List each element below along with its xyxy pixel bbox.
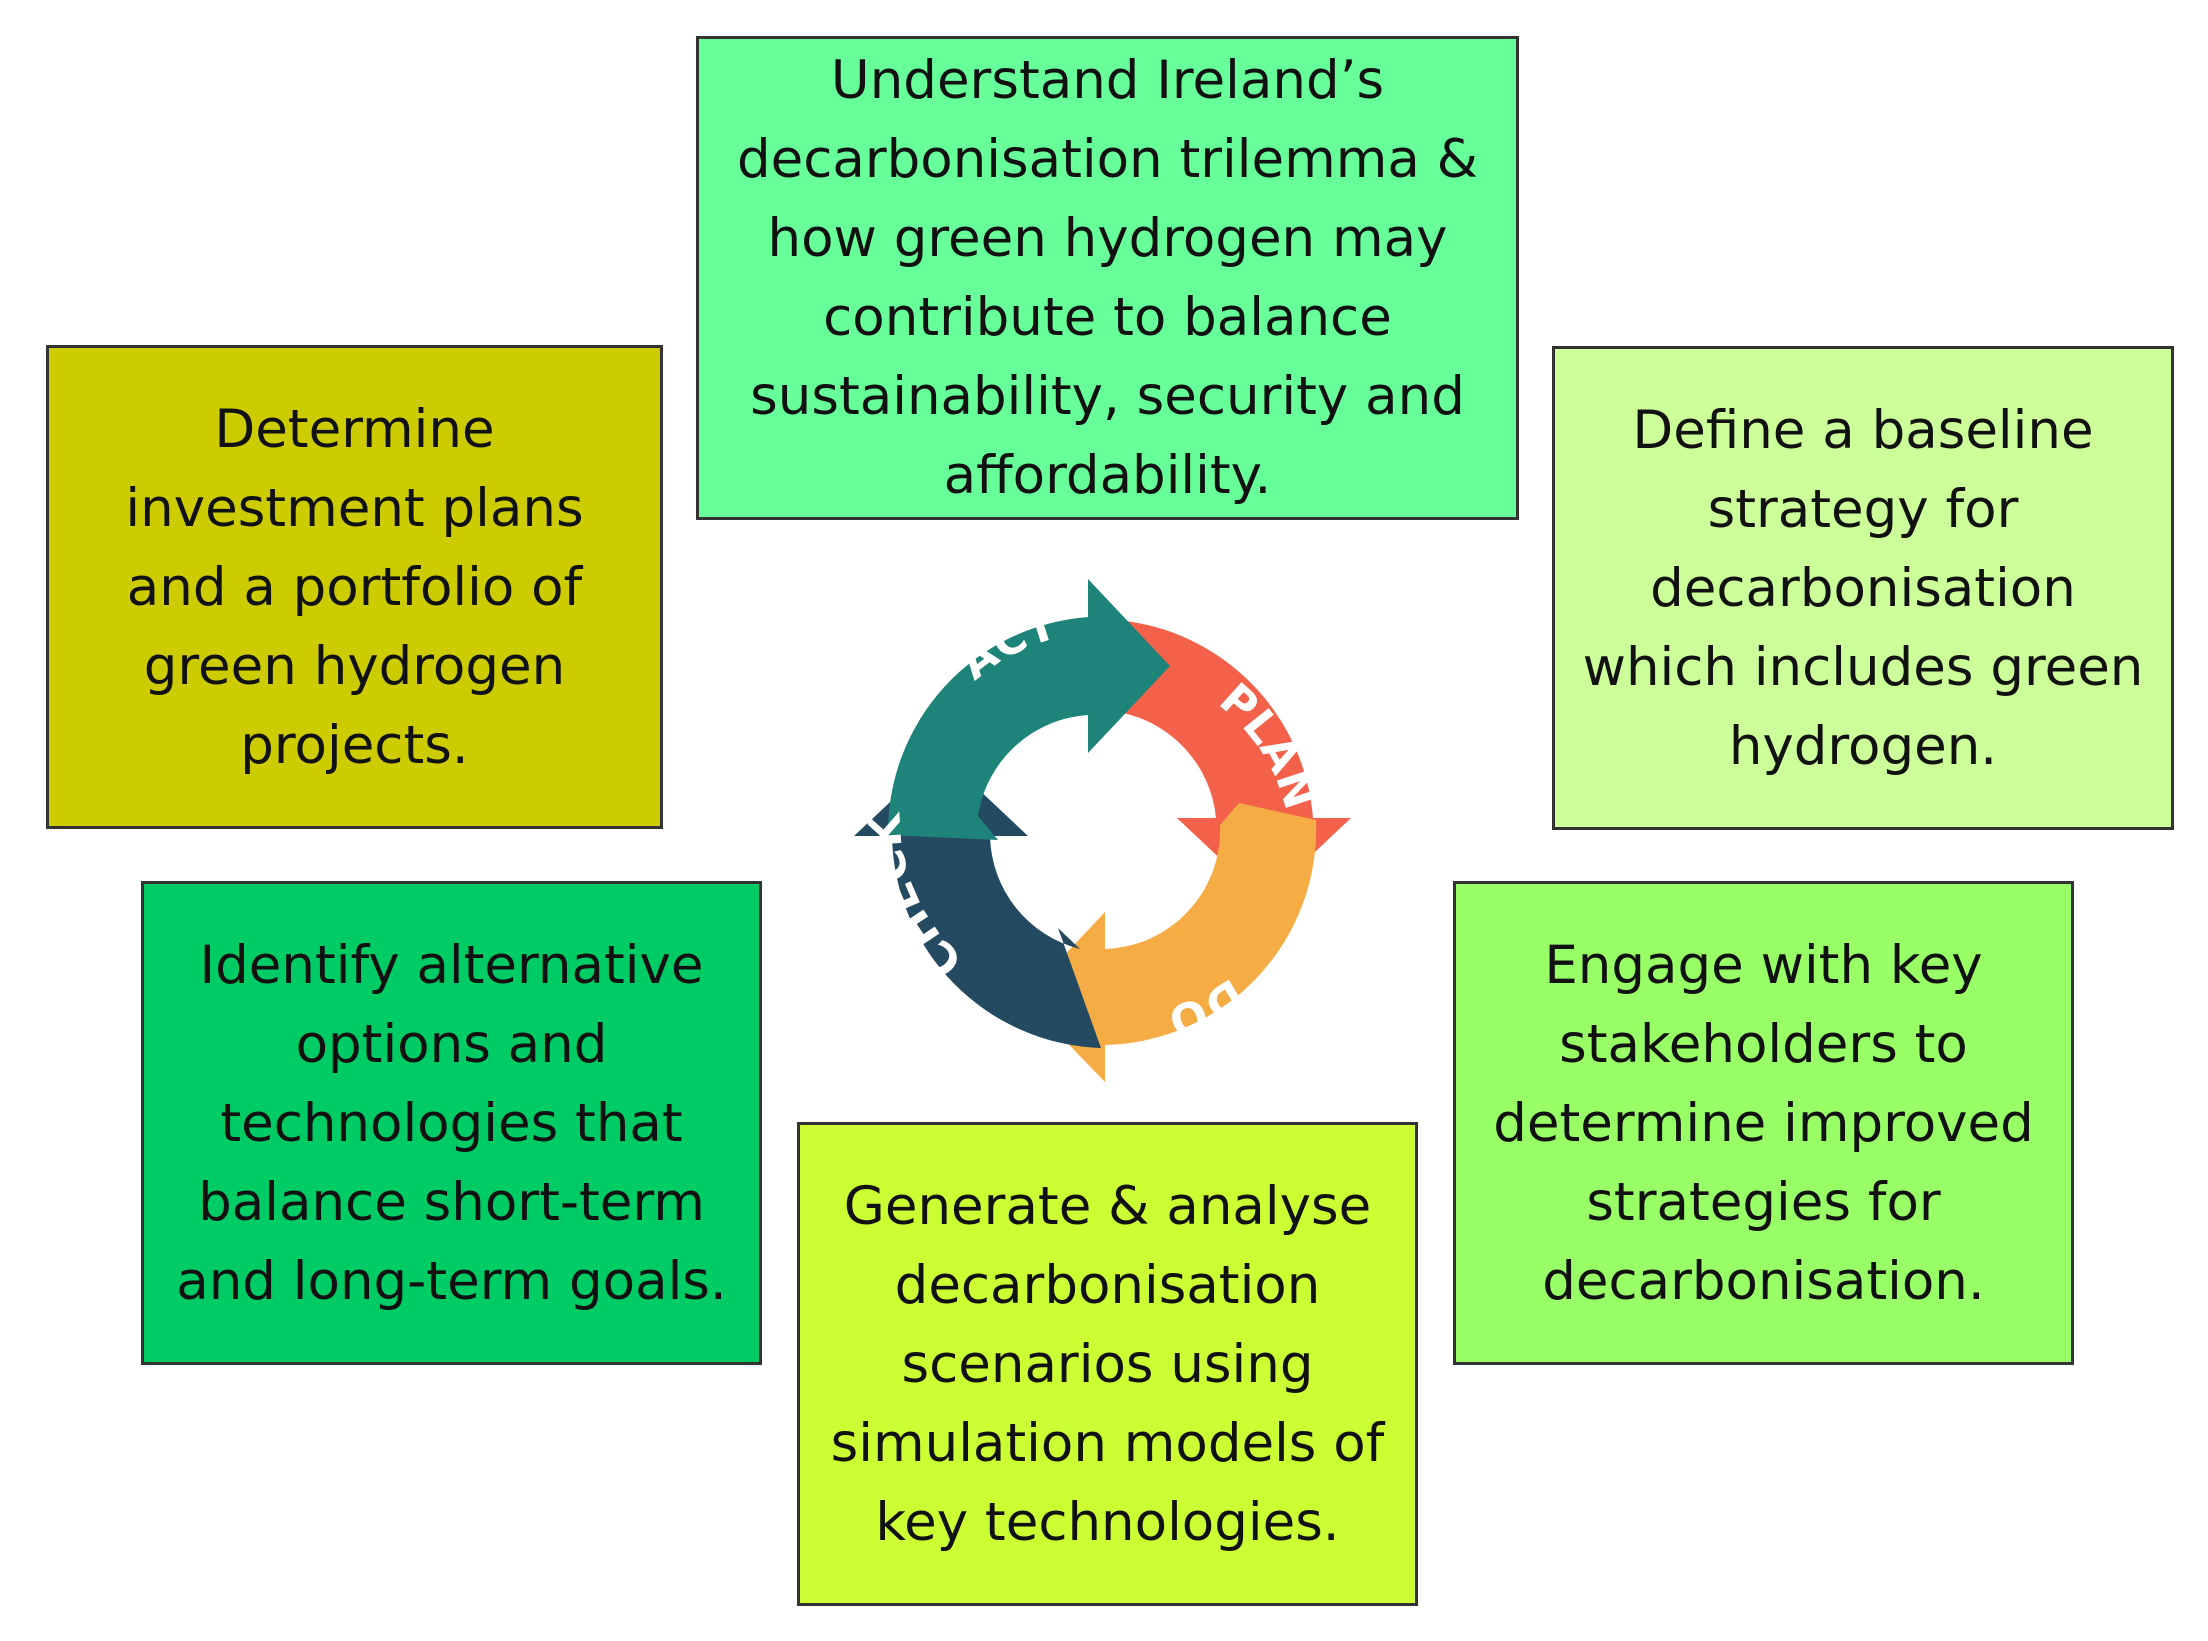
act-arrow	[887, 579, 1170, 840]
do-arrow	[1024, 803, 1317, 1082]
pdca-cycle: PLAN DO CHECK ACT	[854, 579, 1351, 1082]
generate-scenarios-box: Generate & analyse decarbonisation scena…	[797, 1122, 1418, 1606]
identify-alternatives-box: Identify alternative options and technol…	[141, 881, 762, 1365]
understand-trilemma-box: Understand Ireland’s decarbonisation tri…	[696, 36, 1519, 520]
determine-investment-box: Determine investment plans and a portfol…	[46, 345, 663, 829]
engage-stakeholders-box: Engage with key stakeholders to determin…	[1453, 881, 2074, 1365]
define-baseline-box: Define a baseline strategy for decarboni…	[1552, 346, 2174, 830]
